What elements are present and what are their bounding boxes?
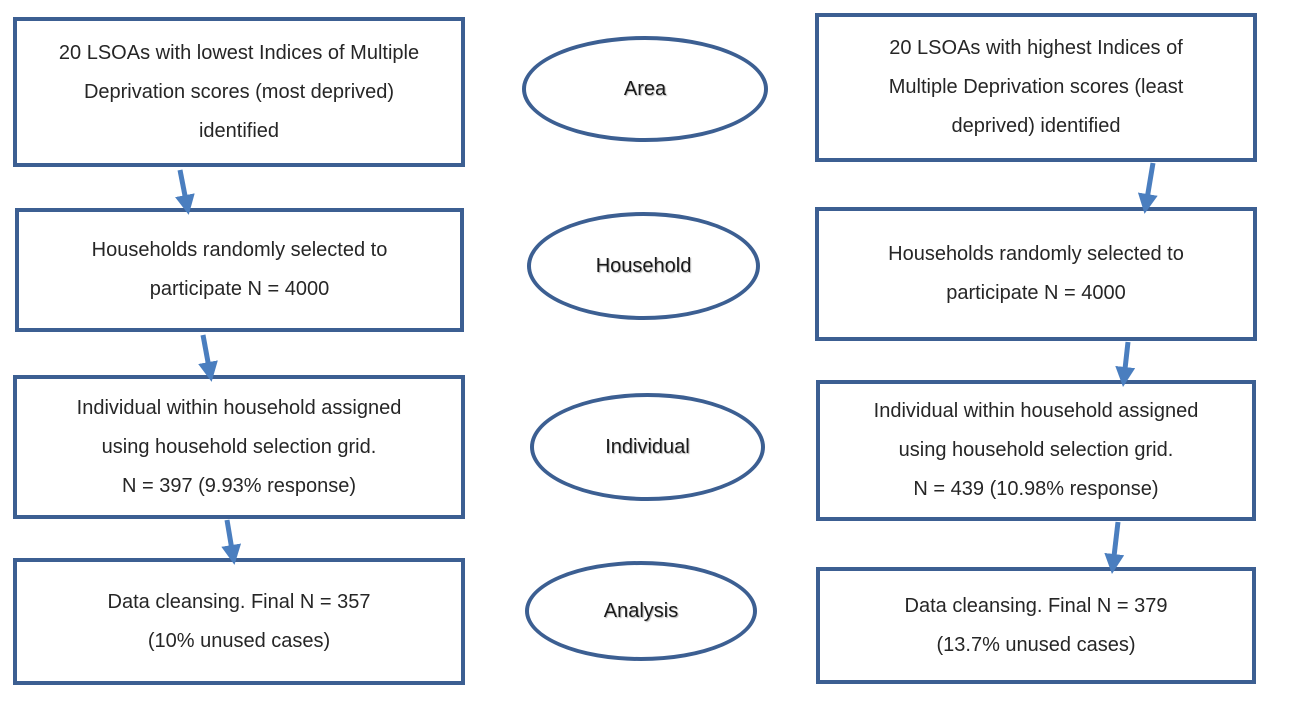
right-box-area: 20 LSOAs with highest Indices of Multipl… [815,13,1257,162]
right-box-individual-line-3: N = 439 (10.98% response) [913,478,1159,500]
left-box-household-line-2: participate N = 4000 [149,278,330,300]
right-arrow-2 [1115,341,1136,387]
right-box-analysis: Data cleansing. Final N = 379 (13.7% unu… [816,567,1256,684]
left-arrow-2 [198,334,218,382]
left-box-area-line-1: 20 LSOAs with lowest Indices of Multiple [58,41,420,64]
stage-analysis-label: Analysis [603,599,679,622]
right-box-analysis-line-1: Data cleansing. Final N = 379 [904,594,1168,617]
left-box-individual-line-1: Individual within household assigned [76,396,402,419]
left-box-household-line-1: Households randomly selected to [91,239,388,261]
right-box-household-line-1: Households randomly selected to [888,243,1184,265]
left-box-individual: Individual within household assigned usi… [13,375,465,519]
right-box-individual-line-1: Individual within household assigned [873,400,1199,422]
right-arrow-3 [1104,521,1125,574]
left-box-analysis: Data cleansing. Final N = 357 (10% unuse… [13,558,465,685]
left-box-area: 20 LSOAs with lowest Indices of Multiple… [13,17,465,167]
stage-area-label: Area [623,77,667,100]
left-arrow-1 [175,169,195,215]
left-arrow-3 [221,519,242,565]
stage-household-label: Household [595,254,692,277]
right-box-household: Households randomly selected to particip… [815,207,1257,341]
right-box-individual: Individual within household assigned usi… [816,380,1256,521]
right-arrow-1 [1137,162,1158,214]
stage-individual-label: Individual [605,435,690,458]
left-box-area-line-2: Deprivation scores (most deprived) [83,80,395,103]
left-box-household: Households randomly selected to particip… [15,208,464,332]
left-box-analysis-line-1: Data cleansing. Final N = 357 [107,590,371,613]
stage-area-ellipse: Area [522,36,768,142]
stage-household-ellipse: Household [527,212,760,320]
stage-analysis-ellipse: Analysis [525,561,757,661]
left-box-individual-line-2: using household selection grid. [101,435,377,458]
right-box-area-line-3: deprived) identified [951,115,1121,137]
right-box-household-line-2: participate N = 4000 [946,282,1126,304]
left-box-individual-line-3: N = 397 (9.93% response) [121,474,357,497]
right-box-area-line-2: Multiple Deprivation scores (least [888,76,1184,98]
stage-individual-ellipse: Individual [530,393,765,501]
right-box-area-line-1: 20 LSOAs with highest Indices of [889,37,1183,59]
right-box-individual-line-2: using household selection grid. [898,439,1174,461]
left-box-analysis-line-2: (10% unused cases) [147,629,331,652]
right-box-analysis-line-2: (13.7% unused cases) [936,633,1136,656]
left-box-area-line-3: identified [198,119,280,142]
